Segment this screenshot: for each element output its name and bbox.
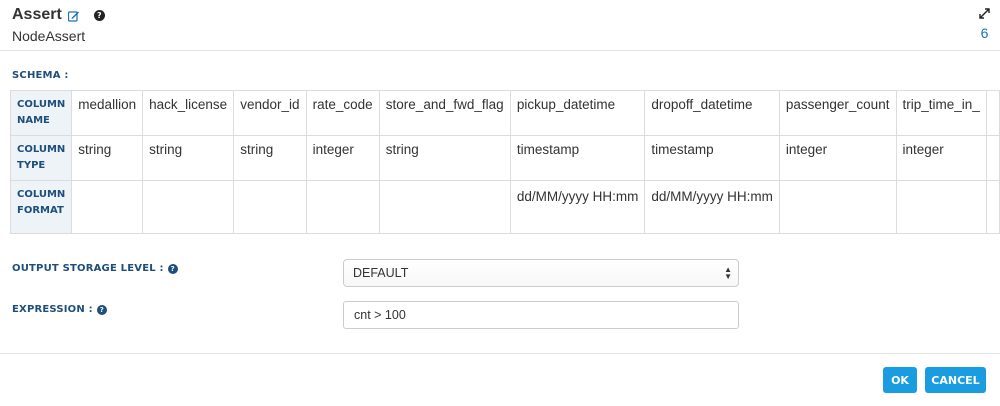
expression-value: cnt > 100 bbox=[354, 308, 406, 322]
schema-cell-name: medallion bbox=[71, 90, 144, 136]
expression-label-text: EXPRESSION : bbox=[12, 304, 93, 315]
schema-cell-name: dropoff_datetime bbox=[644, 90, 780, 136]
schema-cell-format bbox=[305, 180, 380, 234]
schema-cell-format bbox=[71, 180, 144, 234]
schema-cell-format: dd/MM/yyyy HH:mm bbox=[644, 180, 780, 234]
schema-cell-type: integer bbox=[305, 135, 380, 181]
header-divider bbox=[0, 50, 1000, 51]
dialog-subtitle: NodeAssert bbox=[12, 28, 86, 44]
schema-cell-format bbox=[895, 180, 987, 234]
schema-cell-name: vendor_id bbox=[233, 90, 307, 136]
schema-cell-type: integer bbox=[895, 135, 987, 181]
schema-cell-format bbox=[778, 180, 897, 234]
schema-cell-type: string bbox=[378, 135, 511, 181]
schema-cell-format bbox=[378, 180, 511, 234]
output-storage-label: OUTPUT STORAGE LEVEL : ? bbox=[12, 263, 178, 274]
select-arrows-icon: ▲▼ bbox=[724, 265, 732, 281]
output-storage-value: DEFAULT bbox=[353, 266, 409, 280]
dialog-title: Assert bbox=[12, 6, 62, 23]
row-label-column-type: COLUMN TYPE bbox=[9, 135, 73, 181]
schema-cell-type: timestamp bbox=[509, 135, 646, 181]
schema-cell-empty bbox=[986, 90, 1000, 136]
output-storage-label-text: OUTPUT STORAGE LEVEL : bbox=[12, 263, 164, 274]
expand-count[interactable]: 6 bbox=[980, 25, 989, 41]
schema-cell-format: dd/MM/yyyy HH:mm bbox=[509, 180, 646, 234]
schema-cell-type: string bbox=[142, 135, 235, 181]
schema-cell-name: store_and_fwd_flag bbox=[378, 90, 511, 136]
help-icon[interactable]: ? bbox=[167, 263, 178, 274]
schema-cell-type: integer bbox=[778, 135, 897, 181]
cancel-button[interactable]: CANCEL bbox=[925, 367, 986, 393]
help-icon[interactable]: ? bbox=[93, 9, 105, 21]
row-label-column-name: COLUMN NAME bbox=[9, 90, 73, 136]
footer-divider bbox=[0, 353, 1000, 354]
output-storage-select[interactable]: DEFAULT ▲▼ bbox=[343, 259, 739, 287]
expand-control[interactable]: 6 bbox=[979, 8, 990, 41]
schema-cell-name: hack_license bbox=[142, 90, 235, 136]
schema-cell-name: pickup_datetime bbox=[509, 90, 646, 136]
schema-cell-type: timestamp bbox=[644, 135, 780, 181]
schema-label: SCHEMA : bbox=[12, 70, 69, 81]
expand-icon[interactable] bbox=[979, 8, 990, 21]
expression-label: EXPRESSION : ? bbox=[12, 304, 107, 315]
schema-cell-format bbox=[233, 180, 307, 234]
schema-cell-format bbox=[142, 180, 235, 234]
help-icon[interactable]: ? bbox=[96, 304, 107, 315]
schema-cell-type: string bbox=[71, 135, 144, 181]
ok-button[interactable]: OK bbox=[883, 367, 917, 393]
schema-cell-name: rate_code bbox=[305, 90, 380, 136]
edit-icon[interactable] bbox=[67, 9, 80, 22]
schema-cell-empty bbox=[986, 180, 1000, 234]
expression-input[interactable]: cnt > 100 bbox=[343, 301, 739, 329]
schema-cell-type: string bbox=[233, 135, 307, 181]
schema-cell-empty bbox=[986, 135, 1000, 181]
dialog-header: Assert ? NodeAssert bbox=[12, 6, 105, 44]
title-row: Assert ? bbox=[12, 6, 105, 24]
row-label-column-format: COLUMN FORMAT bbox=[9, 180, 73, 234]
schema-cell-name: passenger_count bbox=[778, 90, 897, 136]
schema-cell-name: trip_time_in_ bbox=[895, 90, 987, 136]
